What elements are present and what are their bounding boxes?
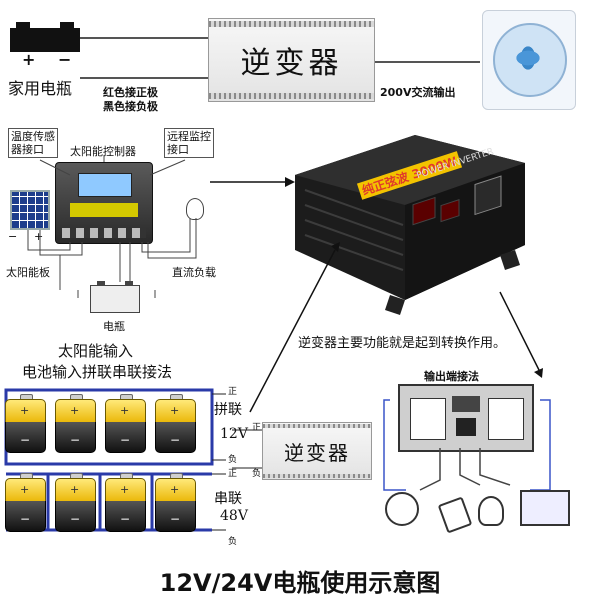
solar-panel-icon xyxy=(10,190,50,230)
battery-cell: +− xyxy=(5,394,46,453)
controller-label: 太阳能控制器 xyxy=(70,145,136,158)
controller-screen xyxy=(78,173,132,197)
parallel-pos-label: 正 xyxy=(228,387,238,397)
connect-red-label: 红色接正极 xyxy=(103,86,158,99)
temp-sensor-label: 温度传感 器接口 xyxy=(8,128,58,158)
top-inverter-box: 逆变器 xyxy=(208,18,375,102)
battery-icon xyxy=(10,20,80,52)
small-inverter-label: 逆变器 xyxy=(284,440,350,465)
connect-black-label: 黑色接负极 xyxy=(103,100,158,113)
battery-cell: +− xyxy=(105,473,146,532)
controller-buttons xyxy=(70,203,138,217)
top-wires xyxy=(80,37,480,79)
battery-cell: +− xyxy=(155,394,196,453)
small-inverter-neg: 负 xyxy=(252,469,262,479)
battery-box-icon xyxy=(90,281,140,313)
solar-controller-device xyxy=(55,162,153,244)
battery-cell: +− xyxy=(155,473,196,532)
bulb-icon xyxy=(186,198,204,220)
battery-cell: +− xyxy=(105,394,146,453)
dc-load-label: 直流负载 xyxy=(172,266,216,279)
battery-cell: +− xyxy=(55,394,96,453)
parallel-neg-label: 负 xyxy=(228,455,238,465)
battery-cell: +− xyxy=(5,473,46,532)
fan-load-icon xyxy=(385,492,419,526)
battery-input-title: 电池输入拼联串联接法 xyxy=(22,363,173,381)
battery-label: 电瓶 xyxy=(103,320,125,333)
fan-icon xyxy=(482,10,576,110)
solar-plus: + xyxy=(34,230,44,243)
series-label: 串联 xyxy=(214,491,242,507)
series-voltage: 48V xyxy=(220,508,248,524)
socket-left xyxy=(410,398,446,440)
remote-monitor-label: 远程监控 接口 xyxy=(164,128,214,158)
small-inverter-box: 逆变器 xyxy=(262,422,372,480)
solar-input-title: 太阳能输入 xyxy=(58,342,134,360)
series-neg-label: 负 xyxy=(228,537,238,547)
parallel-label: 拼联 xyxy=(214,402,242,418)
socket-right xyxy=(488,398,524,440)
output-title: 输出端接法 xyxy=(424,370,479,383)
computer-load-icon xyxy=(520,490,570,526)
battery-plus-sign: + xyxy=(22,50,36,69)
solar-panel-label: 太阳能板 xyxy=(6,266,50,279)
solar-wires xyxy=(27,155,295,298)
ac-output-label: 200V交流输出 xyxy=(380,86,456,99)
small-inverter-pos: 正 xyxy=(252,423,262,433)
small-inverter-wires xyxy=(232,242,543,469)
bulb-load-icon xyxy=(478,496,504,526)
function-note: 逆变器主要功能就是起到转换作用。 xyxy=(298,336,507,351)
home-battery-label: 家用电瓶 xyxy=(8,79,73,98)
battery-minus-sign: − xyxy=(58,50,72,69)
controller-terminals xyxy=(62,228,146,238)
solar-minus: − xyxy=(8,230,18,243)
top-inverter-label: 逆变器 xyxy=(240,46,343,81)
display-panel xyxy=(452,396,480,412)
inverter-product-image: 纯正弦波 3000W POWER INVERTER xyxy=(295,135,525,320)
battery-cell: +− xyxy=(55,473,96,532)
series-pos-label: 正 xyxy=(228,469,238,479)
output-panel xyxy=(398,384,534,452)
switch-panel xyxy=(456,418,476,436)
footer-title: 12V/24V电瓶使用示意图 xyxy=(159,569,441,597)
